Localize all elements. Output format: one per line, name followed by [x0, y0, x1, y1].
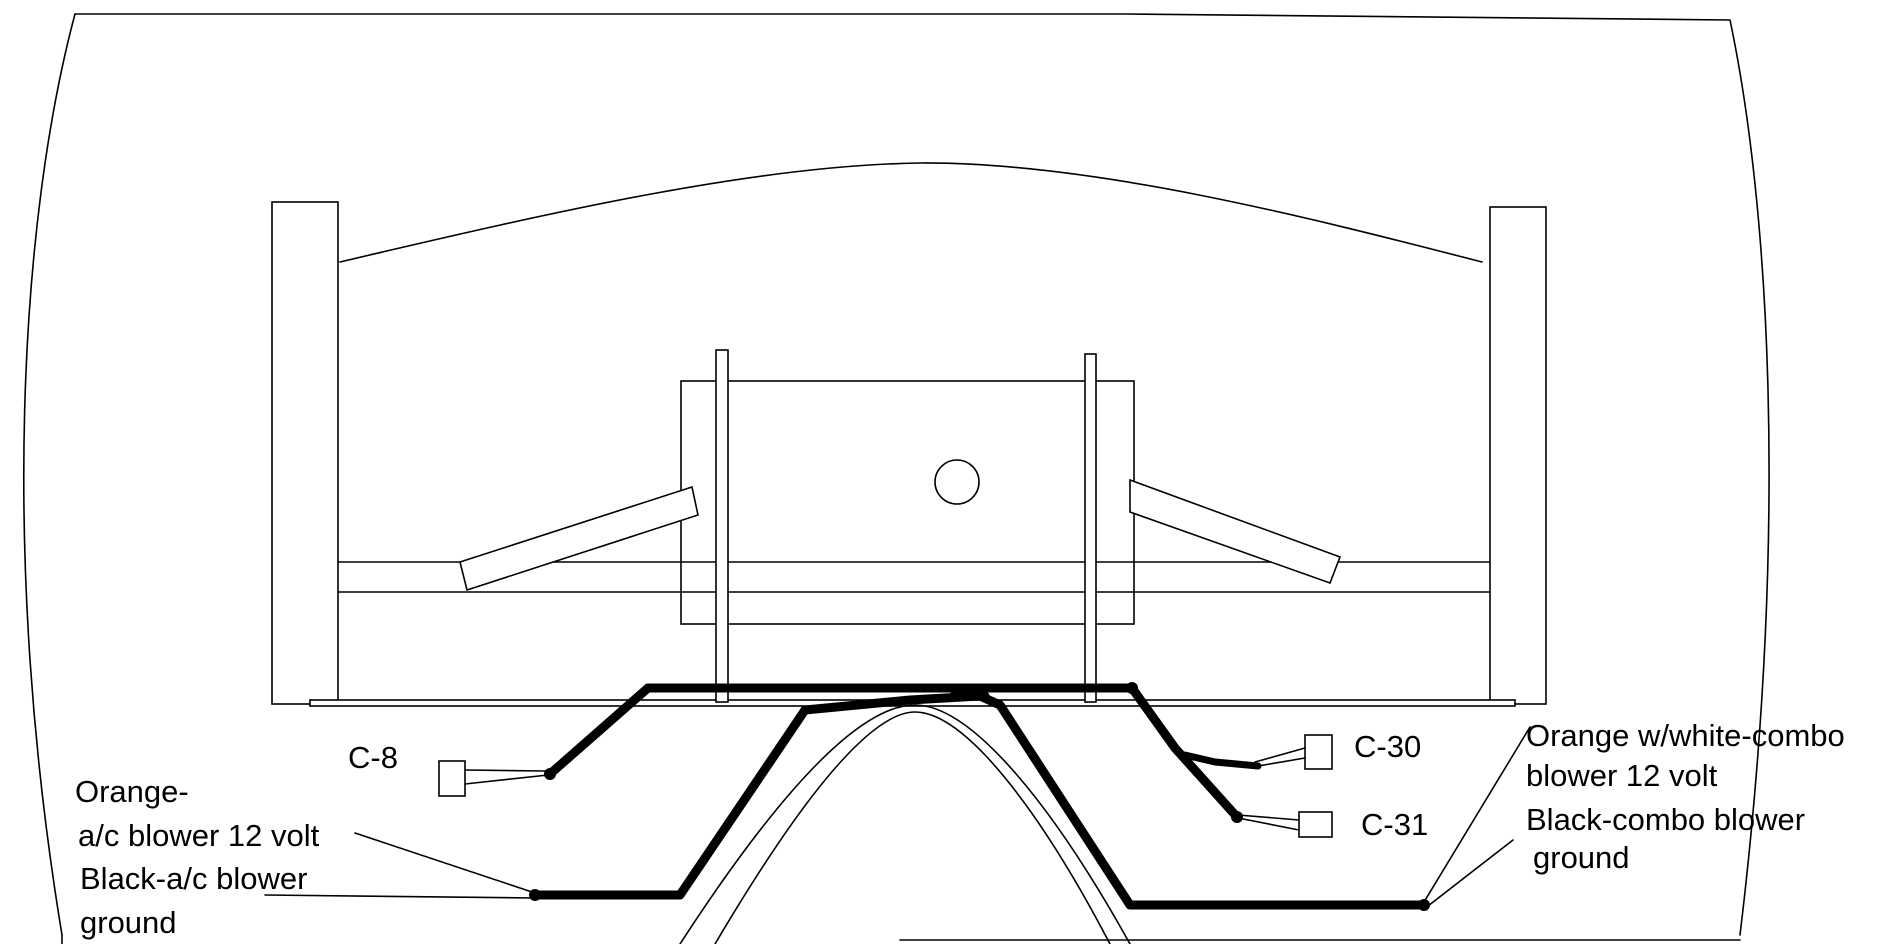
orange-ac-label-line1: Orange- — [75, 774, 189, 809]
orange-combo-label-line2: blower 12 volt — [1526, 758, 1718, 793]
top-arc — [339, 162, 1483, 263]
left-angled-arm — [459, 485, 699, 592]
harness-middle-run — [800, 691, 985, 715]
outer-body-outline — [22, 13, 1770, 936]
harness-c30-branch — [1181, 751, 1262, 770]
junction-dot-top-right — [1126, 682, 1138, 694]
harness-combo-branch — [975, 691, 1429, 910]
black-combo-label-line1: Black-combo blower — [1526, 802, 1806, 837]
center-circle — [934, 459, 980, 505]
junction-dot-c31 — [1231, 811, 1243, 823]
c8-connector — [438, 760, 466, 797]
c31-connector — [1298, 811, 1333, 838]
leader-combo-ground — [1427, 839, 1514, 907]
leader-ac-ground — [264, 894, 536, 899]
harness-left-branch — [545, 683, 653, 779]
right-angled-arm — [1129, 478, 1342, 585]
c8-lead-2 — [464, 774, 549, 785]
c8-label: C-8 — [348, 740, 398, 775]
black-ac-label-line2: ground — [80, 905, 177, 940]
left-pillar — [271, 201, 339, 705]
c30-label: C-30 — [1354, 729, 1422, 764]
left-post — [715, 349, 729, 703]
c8-lead — [464, 769, 546, 772]
center-box — [680, 380, 1135, 625]
center-hump — [679, 704, 1131, 944]
leader-ac-12v — [354, 832, 536, 894]
harness-right-branch — [1127, 683, 1242, 822]
right-pillar — [1489, 206, 1547, 705]
c31-label: C-31 — [1361, 807, 1429, 842]
c30-lead-2 — [1257, 757, 1306, 767]
c30-lead — [1254, 747, 1306, 763]
c31-lead-2 — [1237, 817, 1300, 831]
black-combo-label-line2: ground — [1533, 840, 1630, 875]
orange-ac-label-line2: a/c blower 12 volt — [78, 818, 320, 853]
junction-dot-c8 — [544, 768, 556, 780]
harness-junction — [950, 687, 990, 701]
orange-combo-label-line1: Orange w/white-combo — [1526, 718, 1845, 753]
leader-combo-12v — [1423, 726, 1531, 903]
center-hump-inner — [714, 711, 1111, 944]
junction-dot-combo — [1418, 899, 1430, 911]
c30-connector — [1304, 734, 1333, 770]
black-ac-label-line1: Black-a/c blower — [80, 861, 308, 896]
right-post — [1084, 353, 1097, 703]
harness-ac-branch — [530, 705, 810, 900]
c31-lead — [1237, 814, 1300, 821]
